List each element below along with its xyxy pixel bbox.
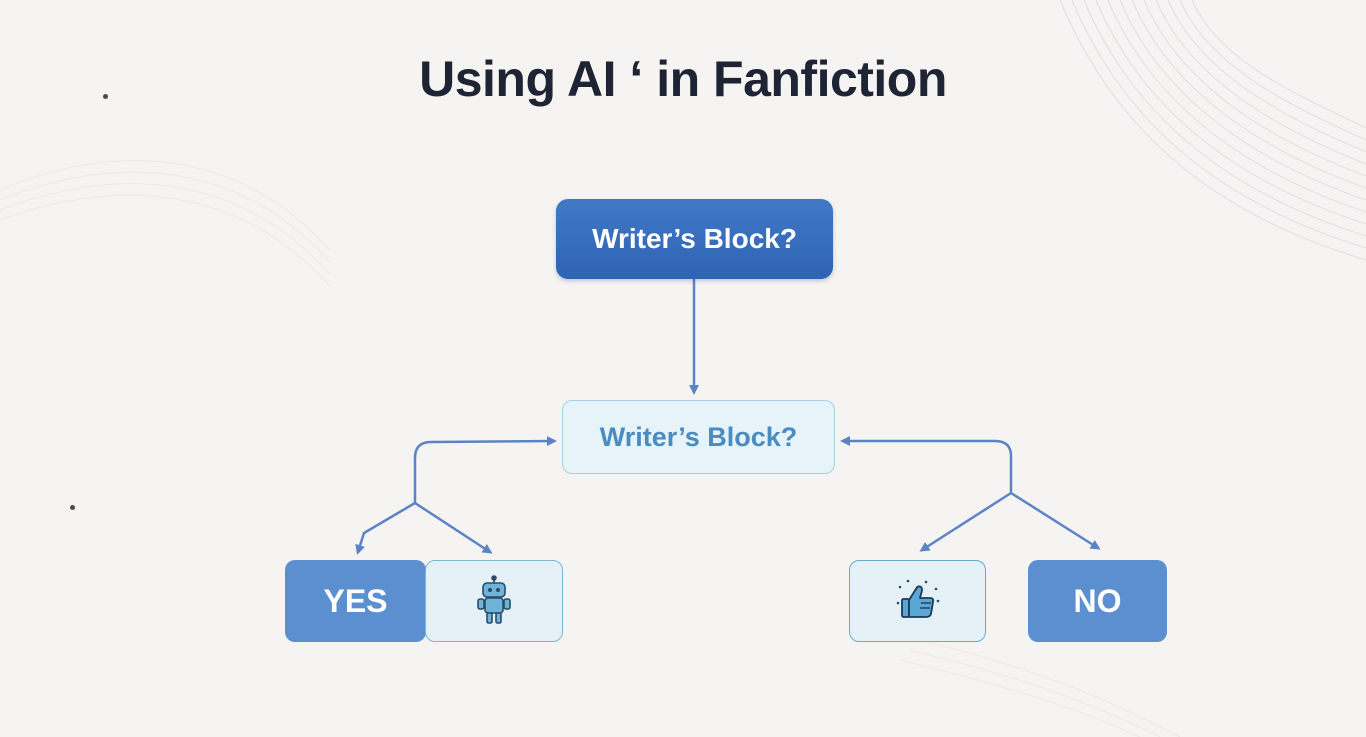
robot-node <box>425 560 563 642</box>
connector-right-branch <box>840 436 1013 495</box>
page-title: Using AI ‘ in Fanfiction <box>419 51 947 107</box>
thumbs-up-icon <box>896 579 939 618</box>
no-node: NO <box>1028 560 1167 642</box>
connector-to-thumbs <box>919 491 1013 552</box>
thumbs-up-node <box>849 560 986 642</box>
writers-block-top-node: Writer’s Block? <box>556 199 833 279</box>
robot-icon <box>477 575 511 624</box>
connector-to-no <box>1009 491 1101 550</box>
yes-node: YES <box>285 560 426 642</box>
connector-to-yes <box>355 501 417 555</box>
decorative-dot <box>103 94 108 99</box>
connector-to-robot <box>413 501 493 554</box>
decorative-dot <box>70 505 75 510</box>
writers-block-middle-node: Writer’s Block? <box>562 400 835 474</box>
connector-left-branch <box>413 436 557 505</box>
